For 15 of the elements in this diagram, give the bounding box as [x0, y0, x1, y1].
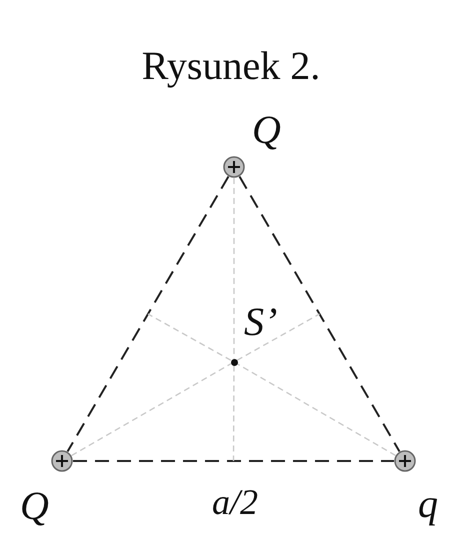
charge-label: S’ — [244, 302, 278, 342]
dashed-line — [66, 176, 230, 452]
median-line — [71, 363, 232, 456]
dashed-line — [238, 176, 400, 452]
distance-label: a/2 — [212, 484, 258, 520]
median-line — [233, 178, 235, 358]
dashed-line — [73, 460, 394, 462]
median-line — [236, 313, 320, 361]
median-line — [232, 366, 235, 461]
charge-label: Q — [20, 486, 49, 526]
median-line — [148, 313, 232, 361]
median-line — [236, 363, 396, 456]
charge-label: Q — [252, 110, 281, 150]
charge-label: q — [418, 484, 438, 524]
title: Rysunek 2. — [140, 42, 322, 89]
